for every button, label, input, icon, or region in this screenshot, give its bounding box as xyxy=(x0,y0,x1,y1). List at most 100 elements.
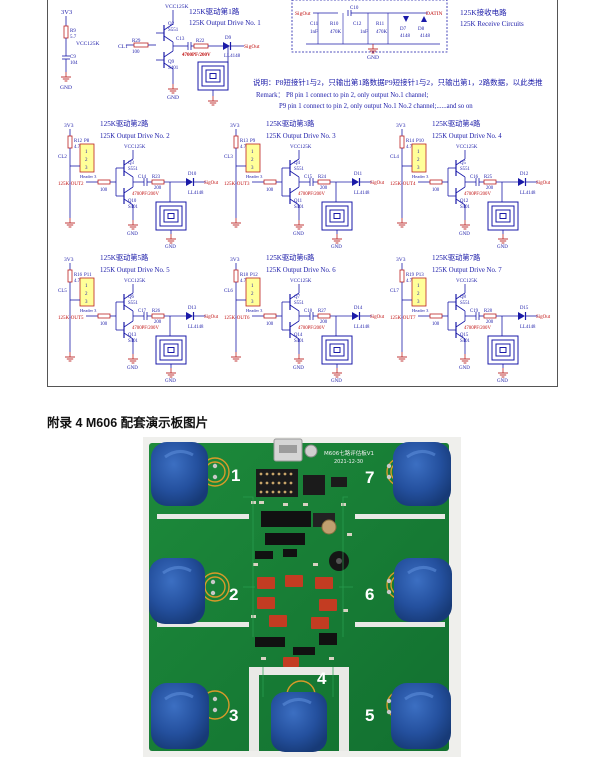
coil-number-2: 2 xyxy=(229,585,238,604)
svg-text:4.7K: 4.7K xyxy=(240,145,250,150)
svg-text:S551: S551 xyxy=(460,167,470,172)
svg-text:VCC125K: VCC125K xyxy=(290,279,312,284)
svg-text:3: 3 xyxy=(251,166,254,171)
svg-text:3: 3 xyxy=(417,166,420,171)
svg-text:R16: R16 xyxy=(74,273,83,278)
channel-5-title-cn: 125K驱动第5路 xyxy=(100,253,148,262)
svg-text:Q9: Q9 xyxy=(168,60,175,65)
svg-text:470K: 470K xyxy=(330,30,342,35)
svg-text:C11: C11 xyxy=(310,22,319,27)
board-title: M606七路评估板V1 xyxy=(324,449,374,457)
svg-text:R24: R24 xyxy=(318,175,327,180)
svg-text:GND: GND xyxy=(331,379,342,384)
svg-text:100: 100 xyxy=(100,322,108,327)
svg-text:VCC125K: VCC125K xyxy=(124,145,146,150)
svg-text:SigOut: SigOut xyxy=(295,11,311,17)
svg-text:LL4148: LL4148 xyxy=(354,191,370,196)
svg-text:DATIN: DATIN xyxy=(426,11,443,17)
svg-text:4700PF/200V: 4700PF/200V xyxy=(464,326,491,331)
svg-text:R28: R28 xyxy=(484,309,493,314)
svg-text:4700PF/200V: 4700PF/200V xyxy=(298,192,325,197)
svg-text:2: 2 xyxy=(85,292,88,297)
svg-text:S551: S551 xyxy=(128,301,138,306)
svg-text:GND: GND xyxy=(497,245,508,250)
svg-text:CL2: CL2 xyxy=(58,155,67,160)
tag-coil-7 xyxy=(393,442,451,506)
header-connector xyxy=(245,277,261,307)
svg-text:GND: GND xyxy=(60,85,72,91)
svg-text:S551: S551 xyxy=(294,301,304,306)
svg-text:R29: R29 xyxy=(132,39,141,44)
svg-text:GND: GND xyxy=(331,245,342,250)
svg-text:C9: C9 xyxy=(70,55,76,60)
header-connector xyxy=(79,143,95,173)
svg-text:Q13: Q13 xyxy=(128,333,137,338)
channel-3-title-cn: 125K驱动第3路 xyxy=(266,119,314,128)
svg-text:R18: R18 xyxy=(240,273,249,278)
svg-text:200: 200 xyxy=(154,320,162,325)
svg-text:104: 104 xyxy=(70,61,78,66)
svg-text:R10: R10 xyxy=(330,22,339,27)
svg-text:S551: S551 xyxy=(128,167,138,172)
svg-text:R25: R25 xyxy=(484,175,493,180)
svg-text:100: 100 xyxy=(266,188,274,193)
svg-text:LL4148: LL4148 xyxy=(188,191,204,196)
svg-text:125K-OUT7: 125K-OUT7 xyxy=(390,316,416,321)
svg-text:D15: D15 xyxy=(520,306,529,311)
svg-text:4700PF/200V: 4700PF/200V xyxy=(132,326,159,331)
svg-text:GND: GND xyxy=(293,366,304,371)
net-3v3: 3V3 xyxy=(230,257,240,263)
svg-text:C18: C18 xyxy=(304,309,313,314)
svg-text:Q3: Q3 xyxy=(128,161,134,166)
svg-text:Q12: Q12 xyxy=(460,199,469,204)
svg-text:CL1: CL1 xyxy=(118,44,128,50)
svg-text:D11: D11 xyxy=(354,172,363,177)
svg-text:VCC125K: VCC125K xyxy=(165,4,189,10)
svg-text:S551: S551 xyxy=(294,167,304,172)
svg-text:3: 3 xyxy=(417,300,420,305)
svg-text:Q6: Q6 xyxy=(128,295,134,300)
svg-text:S551: S551 xyxy=(460,301,470,306)
appendix-title: 附录 4 M606 配套演示板图片 xyxy=(47,416,209,430)
svg-text:Q5: Q5 xyxy=(460,161,466,166)
svg-text:1nF: 1nF xyxy=(310,30,318,35)
schematic-panel: 3V3 R9 5.7 VCC125K C9 104 GND VCC125K 12… xyxy=(47,0,558,387)
svg-text:R9: R9 xyxy=(70,29,76,34)
svg-text:SigOut: SigOut xyxy=(204,315,219,320)
svg-text:P11: P11 xyxy=(84,273,92,278)
svg-text:GND: GND xyxy=(165,379,176,384)
svg-text:P12: P12 xyxy=(250,273,258,278)
svg-text:4.7K: 4.7K xyxy=(74,145,84,150)
svg-text:CL7: CL7 xyxy=(390,289,399,294)
svg-text:VCC125K: VCC125K xyxy=(290,145,312,150)
svg-text:1: 1 xyxy=(85,150,88,155)
svg-text:100: 100 xyxy=(100,188,108,193)
svg-text:P13: P13 xyxy=(416,273,424,278)
svg-text:GND: GND xyxy=(459,366,470,371)
svg-text:VCC125K: VCC125K xyxy=(124,279,146,284)
svg-text:125K-OUT4: 125K-OUT4 xyxy=(390,182,416,187)
svg-text:R11: R11 xyxy=(376,22,385,27)
svg-text:R27: R27 xyxy=(318,309,327,314)
svg-text:LL4148: LL4148 xyxy=(520,191,536,196)
board-date: 2021-12-30 xyxy=(334,459,363,465)
svg-text:R3x: R3x xyxy=(100,311,101,312)
svg-text:R3x: R3x xyxy=(432,311,433,312)
svg-text:4700PF/200V: 4700PF/200V xyxy=(182,53,211,58)
svg-text:Header 3: Header 3 xyxy=(412,174,429,179)
svg-text:125K-OUT3: 125K-OUT3 xyxy=(224,182,250,187)
svg-text:200: 200 xyxy=(486,186,494,191)
svg-text:R3x: R3x xyxy=(266,311,267,312)
header-connector xyxy=(411,143,427,173)
svg-text:C13: C13 xyxy=(176,37,185,42)
svg-text:D13: D13 xyxy=(188,306,197,311)
svg-text:D8: D8 xyxy=(418,27,425,32)
svg-text:S551: S551 xyxy=(168,28,179,33)
svg-text:1: 1 xyxy=(417,150,420,155)
svg-text:C19: C19 xyxy=(470,309,479,314)
